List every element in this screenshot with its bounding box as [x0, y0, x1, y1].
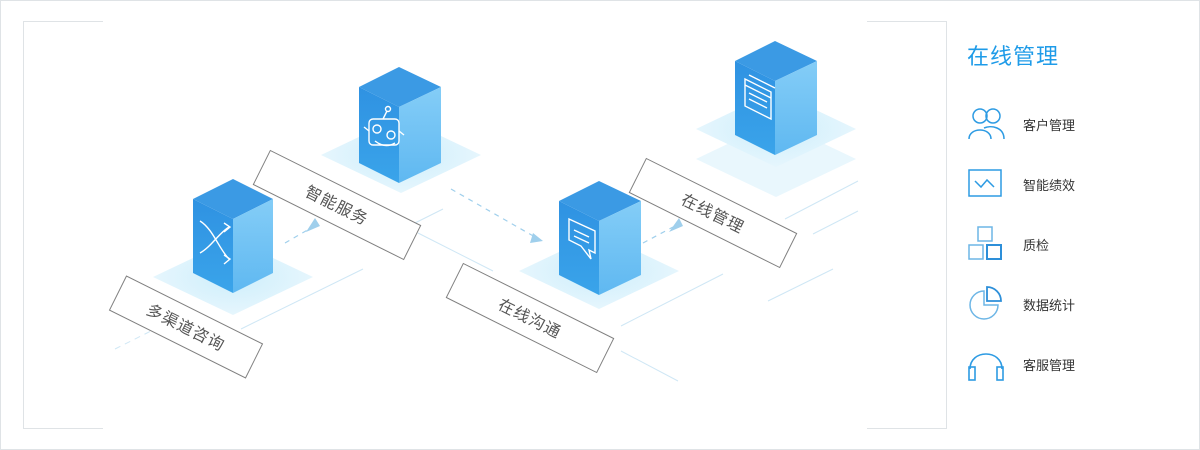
cube-online-comm	[559, 181, 641, 295]
sidebar-item-quality-check: 质检	[967, 225, 1167, 265]
sidebar-item-label: 智能绩效	[1023, 179, 1076, 194]
flow-arrowheads	[306, 218, 683, 243]
sidebar-item-data-stats: 数据统计	[967, 285, 1167, 325]
sidebar-title: 在线管理	[967, 45, 1060, 70]
sidebar-item-label: 质检	[1023, 239, 1050, 254]
guide-lines	[114, 180, 859, 382]
cube-smart-service	[359, 67, 441, 183]
flow-arrows	[284, 188, 674, 244]
robot-icon	[363, 105, 405, 147]
sidebar-item-smart-performance: 智能绩效	[967, 165, 1167, 205]
label-smart-service-box: 智能服务	[252, 149, 422, 261]
users-icon	[968, 108, 1005, 140]
cube-multi-channel	[193, 179, 273, 293]
squares-icon	[968, 226, 1002, 260]
diagram-panel: 多渠道咨询 智能服务 在线沟通 在线管理	[23, 21, 947, 429]
sidebar-item-label: 客服管理	[1023, 359, 1076, 374]
pie-chart-icon	[969, 286, 1002, 320]
shuffle-icon	[199, 220, 232, 265]
windows-icon	[744, 74, 776, 121]
sidebar-item-customer-mgmt: 客户管理	[967, 105, 1167, 145]
chart-monitor-icon	[968, 169, 1002, 197]
sidebar-item-label: 数据统计	[1023, 299, 1076, 314]
diagram-svg: 多渠道咨询 智能服务 在线沟通 在线管理	[23, 21, 947, 429]
cube-online-mgmt	[735, 41, 817, 155]
label-online-mgmt-box: 在线管理	[628, 157, 798, 269]
sidebar: 在线管理 客户管理 智能绩效	[967, 25, 1187, 425]
sidebar-item-service-mgmt: 客服管理	[967, 345, 1167, 385]
chat-bubble-icon	[568, 217, 596, 260]
headset-icon	[968, 353, 1004, 381]
sidebar-item-label: 客户管理	[1023, 119, 1076, 134]
